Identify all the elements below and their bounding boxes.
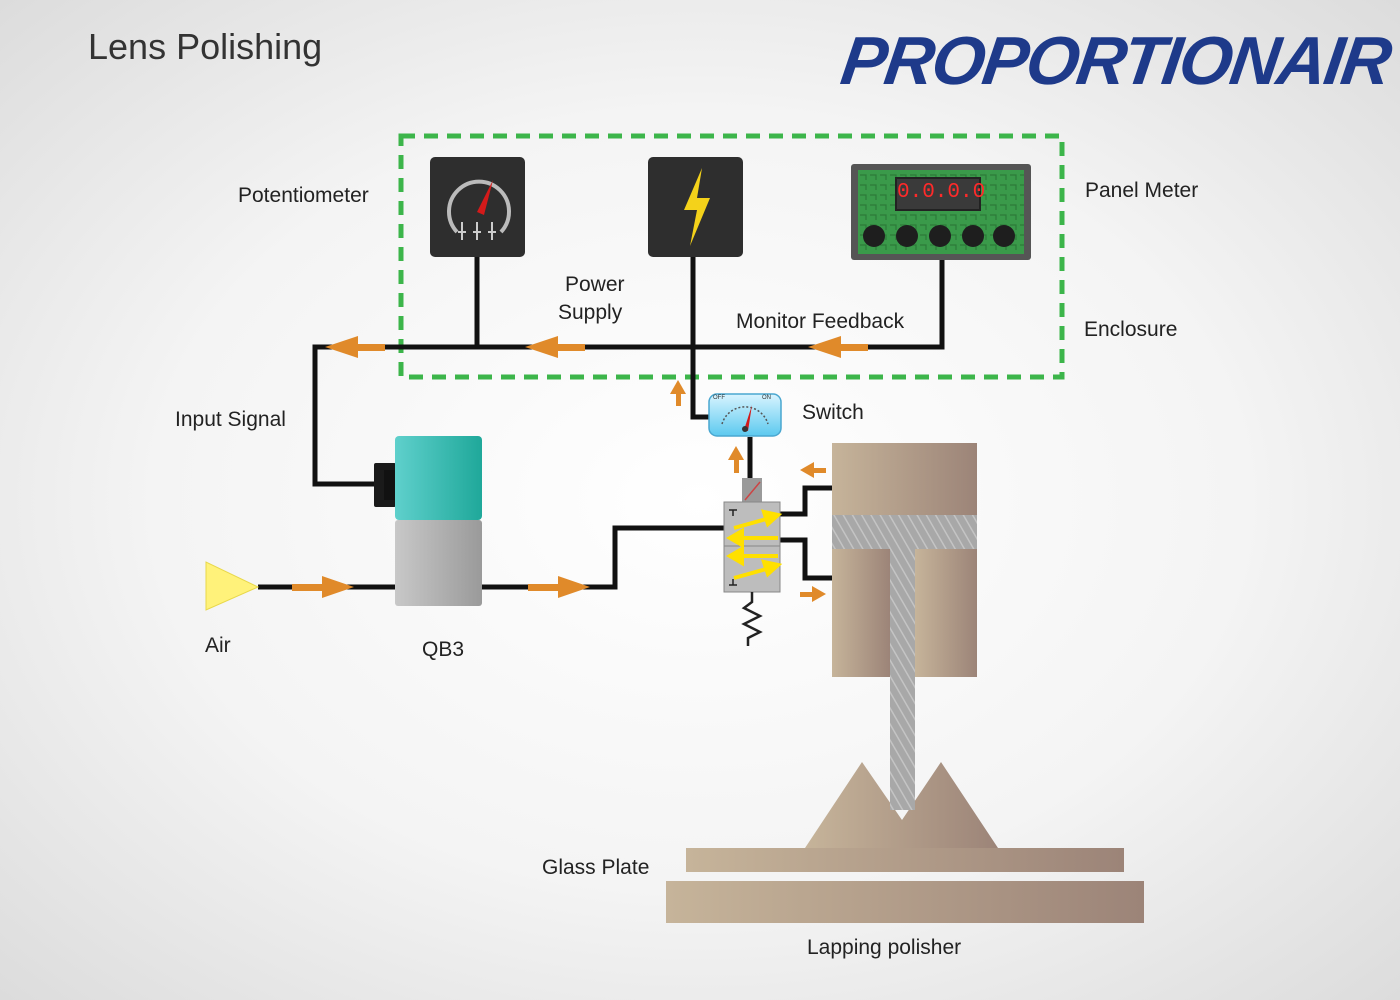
switch-on-label: ON <box>762 395 771 401</box>
lightning-bolt-icon <box>684 168 710 246</box>
small-flow-arrows <box>670 380 826 602</box>
panel-meter <box>851 164 1031 260</box>
signal-wires <box>312 256 945 590</box>
signal-flow-arrows <box>325 336 868 358</box>
qb3-regulator <box>374 436 482 606</box>
monitor-feedback-label: Monitor Feedback <box>736 310 905 333</box>
power-supply-label-line1: Power <box>565 273 625 296</box>
air-flow-arrows <box>292 576 590 598</box>
lapping-polisher-label: Lapping polisher <box>807 936 962 959</box>
qb3-label: QB3 <box>422 638 465 661</box>
potentiometer-box <box>430 157 525 257</box>
triangle-source-icon <box>205 561 260 611</box>
lapping-polisher <box>666 881 1144 923</box>
enclosure-border <box>398 133 1065 380</box>
glass-plate-label: Glass Plate <box>542 856 650 879</box>
switch-off-label: OFF <box>713 395 725 401</box>
power-supply-label-line2: Supply <box>558 301 623 324</box>
panel-meter-display: 0.0.0.0 <box>897 181 986 204</box>
potentiometer-dial-icon <box>447 179 511 234</box>
input-signal-label: Input Signal <box>175 408 286 431</box>
page-title: Lens Polishing <box>88 26 323 67</box>
glass-plate <box>686 848 1124 872</box>
panel-meter-label: Panel Meter <box>1085 179 1199 202</box>
air-label: Air <box>205 634 231 657</box>
lens-tool <box>805 762 998 848</box>
potentiometer-label: Potentiometer <box>238 184 369 207</box>
switch-label: Switch <box>802 401 864 424</box>
enclosure-label: Enclosure <box>1084 318 1178 341</box>
directional-valve <box>723 478 783 646</box>
switch-gauge <box>708 393 782 437</box>
pneumatic-cylinder <box>832 443 977 809</box>
power-supply-box <box>648 157 743 257</box>
